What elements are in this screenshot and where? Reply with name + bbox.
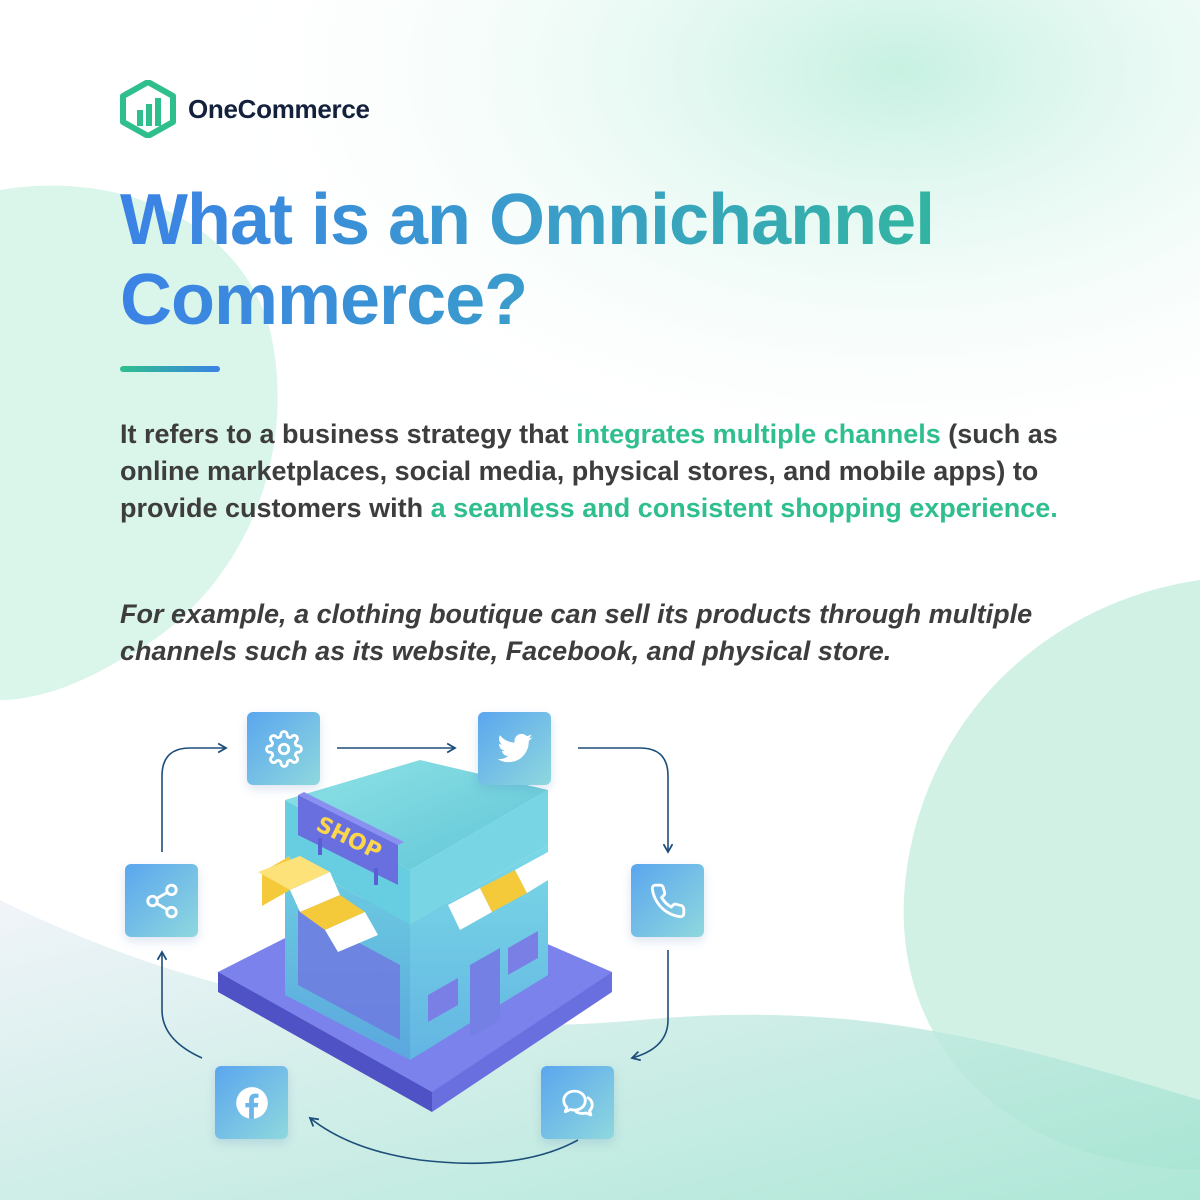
facebook-channel[interactable] xyxy=(215,1066,288,1139)
description-part-1: It refers to a business strategy that xyxy=(120,419,577,449)
arrow-chat-to-facebook xyxy=(308,1116,579,1165)
example-text: For example, a clothing boutique can sel… xyxy=(120,599,1033,666)
title-divider xyxy=(120,366,220,372)
arrow-share-to-gear xyxy=(161,742,228,852)
gear-icon xyxy=(264,729,303,768)
flow-arrows xyxy=(156,742,674,1165)
description-highlight-2: a seamless and consistent shopping exper… xyxy=(430,493,1058,523)
phone-icon xyxy=(650,883,685,918)
arrow-facebook-to-share xyxy=(156,950,203,1059)
onecommerce-logo-icon xyxy=(120,80,176,138)
phone-channel[interactable] xyxy=(631,864,704,937)
brand-logo[interactable]: OneCommerce xyxy=(120,80,370,138)
share-channel[interactable] xyxy=(125,864,198,937)
description: It refers to a business strategy that in… xyxy=(120,416,1120,527)
description-highlight-1: integrates multiple channels xyxy=(576,419,941,449)
description-part-2: (such as online marketplaces, social med… xyxy=(120,419,1058,523)
facebook-icon xyxy=(235,1086,268,1119)
twitter-icon xyxy=(497,733,532,762)
brand-name: OneCommerce xyxy=(188,93,370,124)
chat-channel[interactable] xyxy=(541,1066,614,1139)
twitter-channel[interactable] xyxy=(478,712,551,785)
chat-icon xyxy=(561,1089,594,1116)
share-icon xyxy=(145,883,178,918)
arrow-phone-to-chat xyxy=(630,950,669,1062)
shop-illustration: SHOP xyxy=(218,760,612,1112)
arrow-twitter-to-phone xyxy=(578,747,674,854)
gear-channel[interactable] xyxy=(247,712,320,785)
